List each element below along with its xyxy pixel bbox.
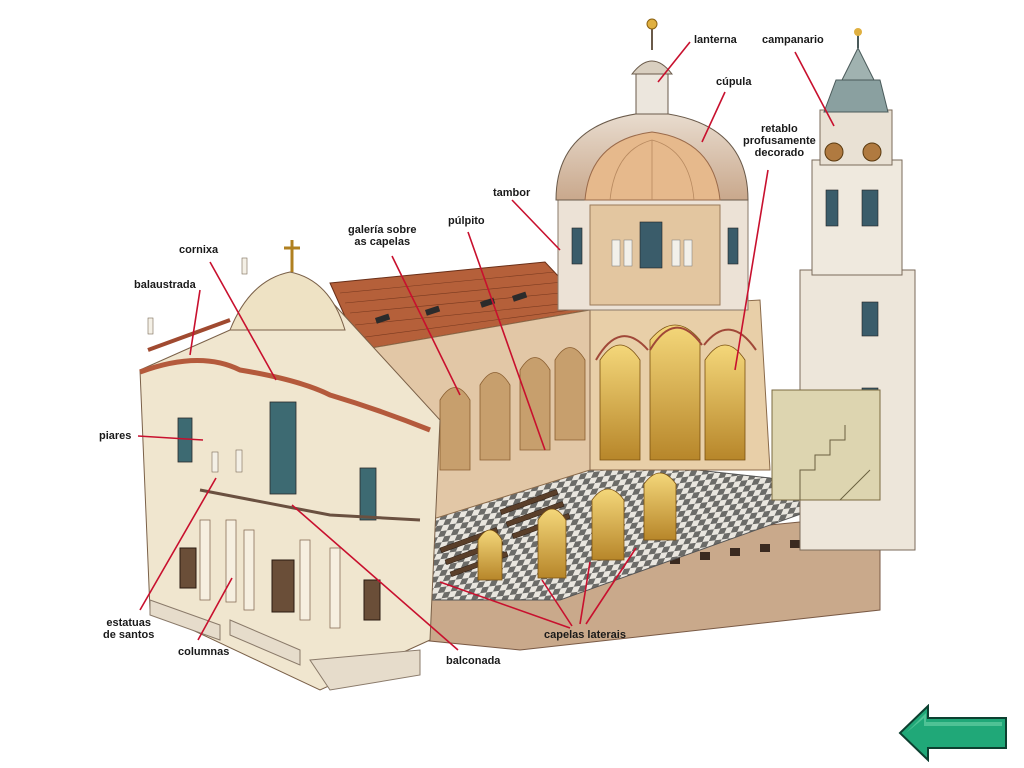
facade-statues [147,257,248,473]
label-cupula: cúpula [716,76,752,88]
side-chapel-altars [477,472,677,581]
label-piares: piares [99,430,132,442]
tower-stairs [799,425,871,501]
facade-windows [177,401,377,521]
tower-stair-cut [771,389,881,501]
crossing-arches [595,326,757,361]
label-campanario: campanario [762,34,824,46]
tower-cap [823,79,889,113]
tower-clocks [824,142,882,162]
arrow-left-icon [898,703,1007,763]
facade-balustrade [147,318,231,352]
main-altar [599,324,746,461]
tower-finial [854,28,862,36]
drum-statues [611,239,693,267]
facade-balcony [199,488,421,522]
leader-lines [137,41,835,651]
facade-doors [179,547,381,621]
back-button[interactable] [898,703,1010,763]
dormer-windows [375,291,528,324]
nave-arches [439,347,586,471]
label-tambor: tambor [493,187,531,199]
lantern-cap [630,60,674,75]
facade-cornice [139,357,431,433]
label-retablo: retablo profusamente decorado [743,123,816,159]
drum-windows [571,221,739,269]
drum-interior [589,204,721,306]
facade-gable [229,271,346,331]
lantern-drum [635,71,669,115]
tower-spire [841,46,875,81]
label-cornixa: cornixa [179,244,219,256]
label-galeria: galería sobre as capelas [348,224,417,248]
dome-ribs [609,139,695,201]
label-pulpito: púlpito [448,215,485,227]
dome-interior [584,131,721,201]
facade-columns [199,519,341,629]
roof-tiles [339,271,587,339]
label-estatuas: estatuas de santos [103,617,155,641]
facade-steps [149,599,421,691]
label-balaustrada: balaustrada [134,279,196,291]
label-balconada: balconada [446,655,501,667]
label-capelas: capelas laterais [544,629,626,641]
label-columnas: columnas [178,646,230,658]
lantern-finial [646,18,658,30]
tower-middle [811,159,903,276]
label-lanterna: lanterna [694,34,737,46]
